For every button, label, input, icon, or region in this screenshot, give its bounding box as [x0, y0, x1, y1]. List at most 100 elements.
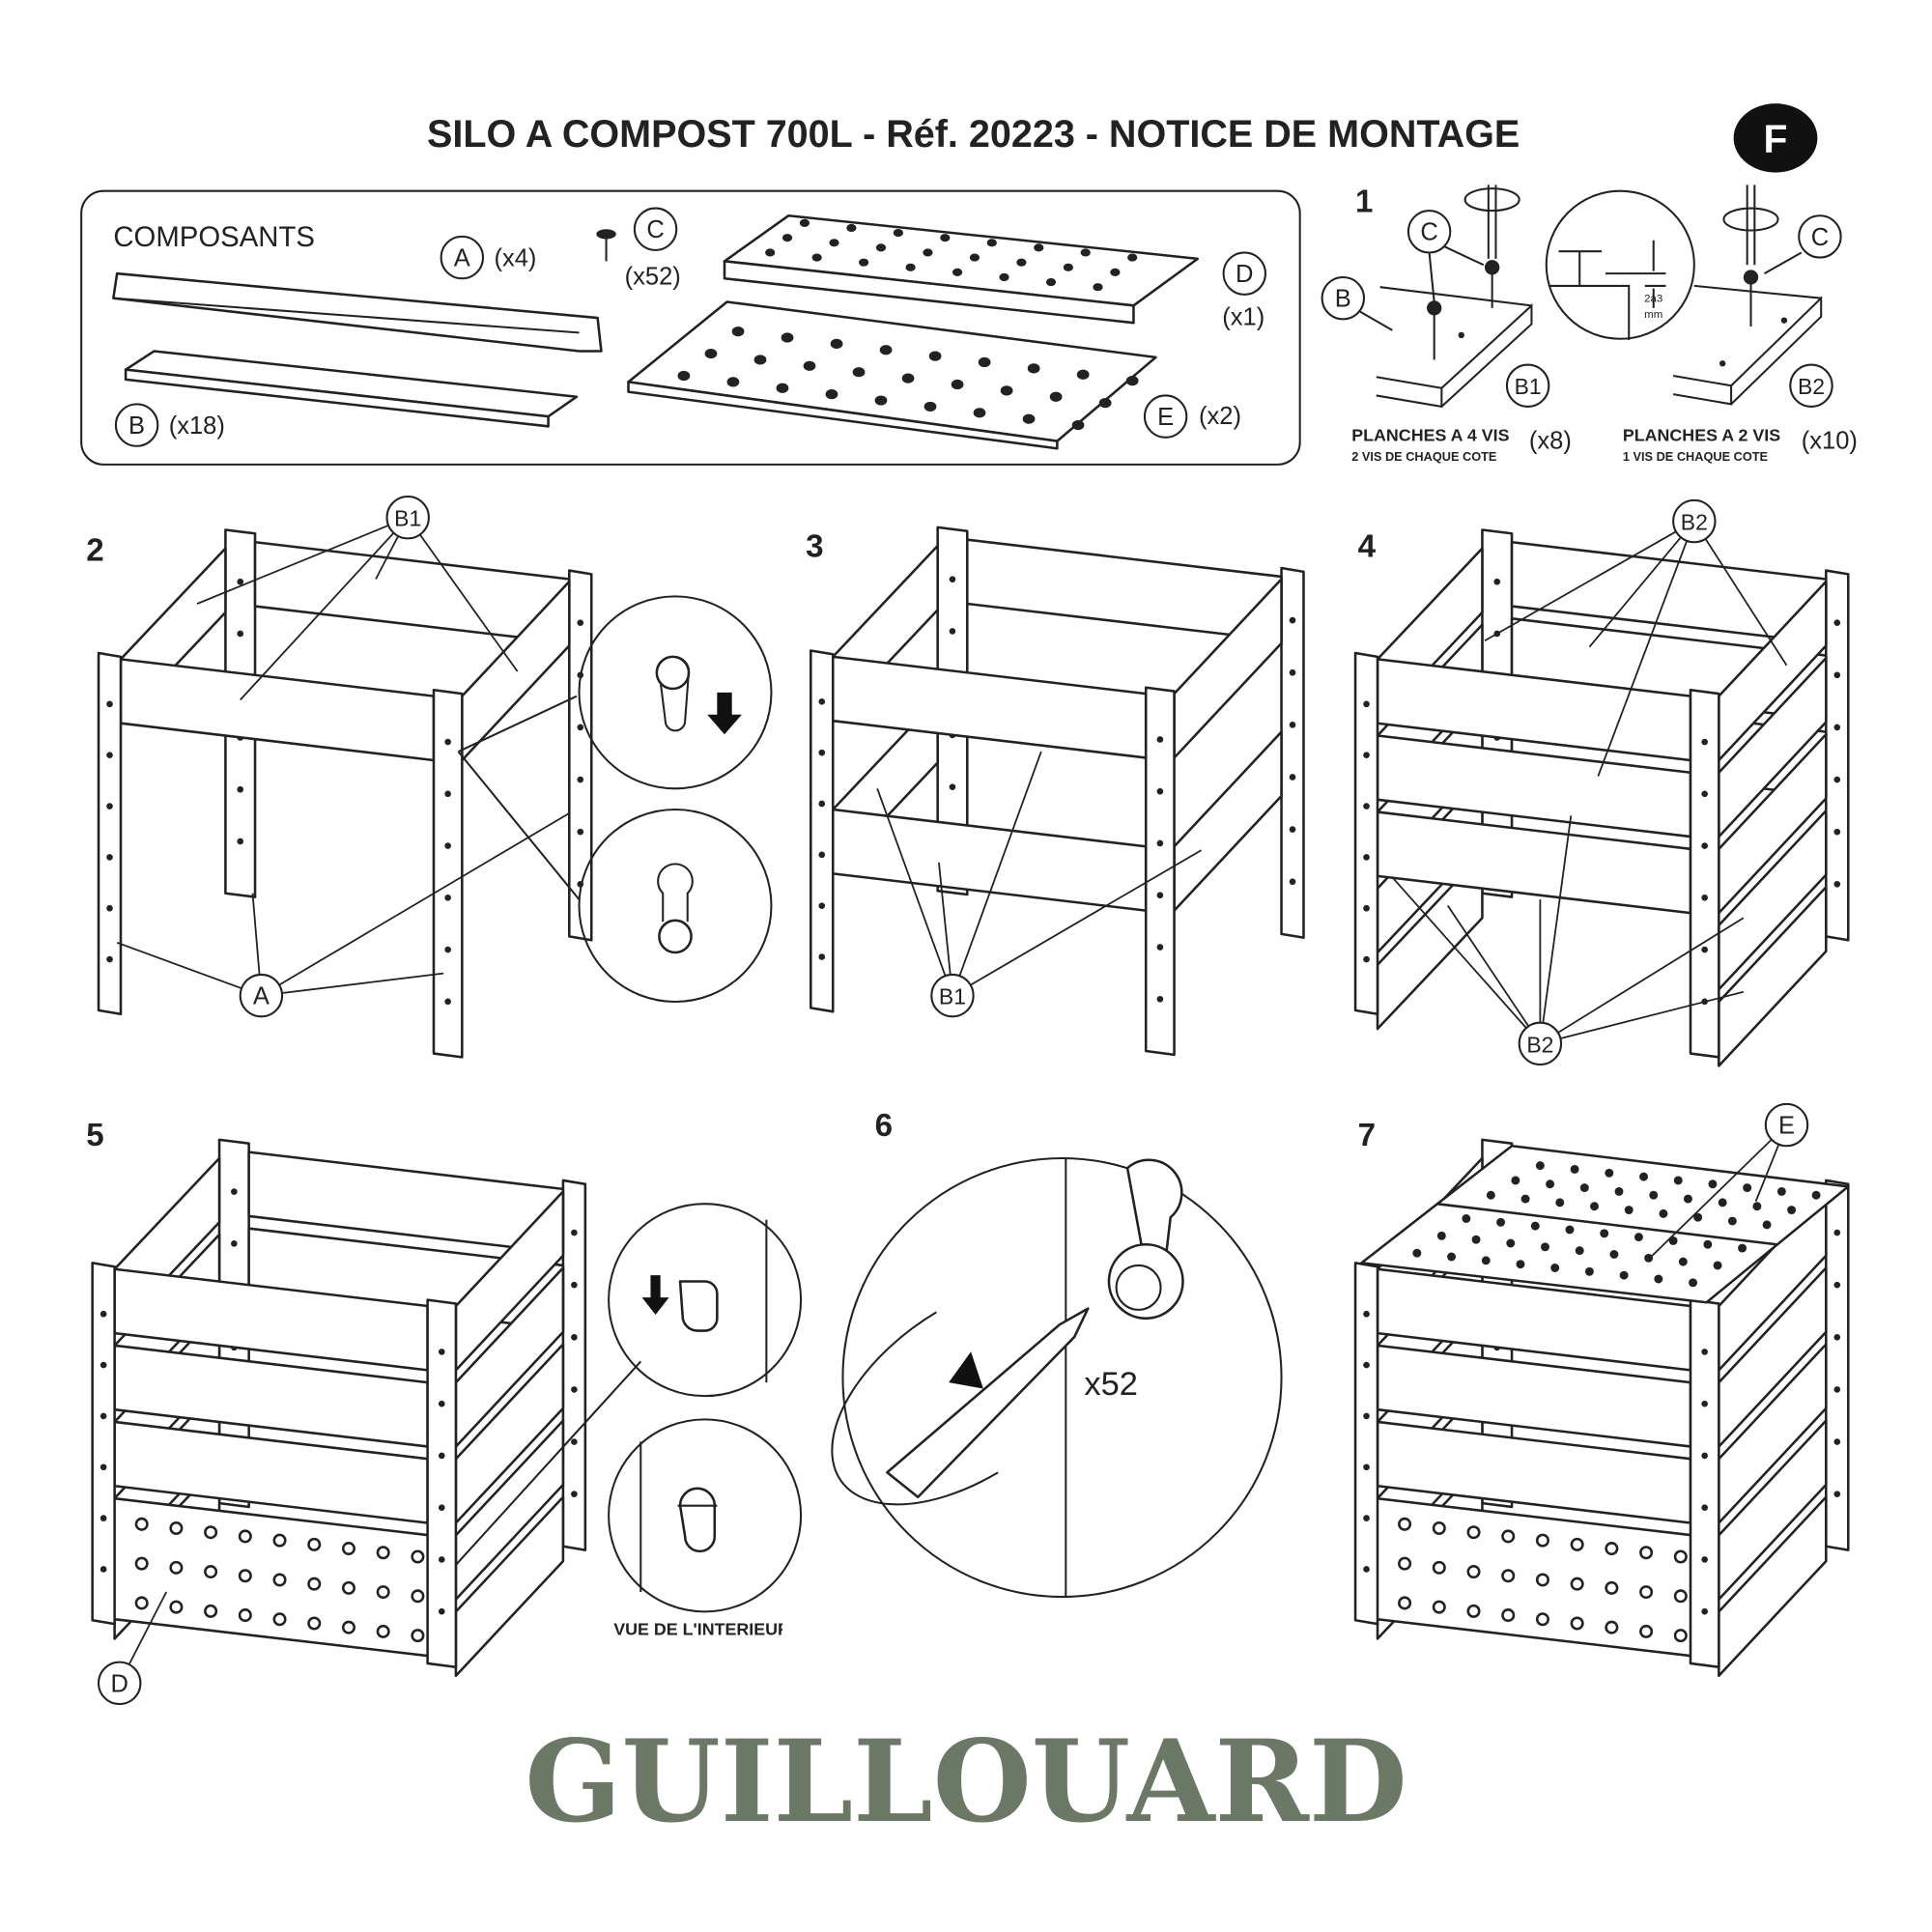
- perforation: [928, 351, 942, 361]
- perforation: [776, 383, 789, 393]
- step-3-crate: [810, 526, 1305, 1057]
- language-badge: [1733, 103, 1818, 173]
- callout-b2-circle: [1518, 1021, 1563, 1066]
- b2-quantity: (x10): [1802, 427, 1858, 454]
- callout-b2-text: B2: [1798, 374, 1825, 399]
- post-hole: [577, 724, 584, 731]
- perforation: [1718, 1198, 1727, 1208]
- perforation: [799, 218, 810, 227]
- post-hole: [1363, 803, 1370, 810]
- post-hole: [1493, 578, 1501, 585]
- callout-b1-text: B1: [939, 984, 966, 1009]
- perforation: [1447, 1252, 1457, 1262]
- leader-line: [260, 812, 570, 997]
- post-hole: [1701, 1556, 1708, 1563]
- callout-c: C: [1798, 214, 1842, 259]
- perforation: [1570, 1164, 1579, 1174]
- part-a-quantity: (x4): [494, 245, 536, 272]
- callout-a-text: A: [253, 983, 270, 1010]
- perforation: [307, 1537, 322, 1551]
- perforation: [731, 327, 745, 337]
- step-2-number: 2: [86, 532, 103, 568]
- perforation: [1743, 1183, 1752, 1193]
- perforation: [1466, 1565, 1481, 1579]
- perforation: [829, 239, 839, 247]
- post-hole: [99, 1361, 107, 1369]
- post-hole: [438, 1556, 445, 1563]
- perforation: [1659, 1208, 1668, 1218]
- perforation: [1708, 1179, 1718, 1189]
- post-hole: [1701, 1607, 1708, 1615]
- callout-b2-circle: [1672, 498, 1717, 544]
- step-number: 1: [1355, 184, 1373, 219]
- perforation: [1787, 1206, 1797, 1215]
- post-hole: [438, 1504, 445, 1511]
- perforation: [1027, 363, 1040, 374]
- front-left-post: [810, 649, 835, 1013]
- perforation: [1125, 376, 1139, 386]
- post-hole: [237, 785, 244, 793]
- post-hole: [1363, 1361, 1370, 1369]
- brand-logo: GUILLOUARD: [525, 1715, 1407, 1848]
- post-hole: [99, 1566, 107, 1573]
- perforation: [1609, 1250, 1619, 1259]
- perforation: [969, 253, 980, 262]
- leader-line: [240, 517, 409, 701]
- perforation: [1644, 1253, 1654, 1263]
- leader-line: [1484, 520, 1695, 642]
- perforation: [204, 1525, 218, 1540]
- post-hole: [1701, 946, 1708, 953]
- right-board: [1173, 730, 1283, 912]
- post-hole: [1289, 826, 1296, 833]
- front-right-post: [1689, 689, 1720, 1059]
- perforation: [1703, 1239, 1713, 1249]
- perforation: [1605, 1580, 1619, 1595]
- perforation: [238, 1569, 252, 1583]
- part-d-callout-text: D: [1236, 261, 1253, 288]
- b2-title: PLANCHES A 2 VIS: [1623, 426, 1780, 445]
- part-b-callout-circle: [114, 403, 159, 447]
- perforation: [1034, 243, 1044, 252]
- perforation: [999, 272, 1009, 282]
- leader-line: [1539, 917, 1745, 1045]
- post-hole: [818, 749, 826, 756]
- part-b-quantity: (x18): [169, 412, 225, 440]
- document-title: SILO A COMPOST 700L - Réf. 20223 - NOTIC…: [427, 113, 1520, 156]
- part-a-angle-bar: [112, 271, 603, 353]
- part-d-callout-circle: [1222, 251, 1266, 296]
- post-hole: [106, 904, 113, 912]
- perforation: [875, 243, 887, 252]
- perforation: [1555, 1198, 1565, 1208]
- part-c-callout-circle: [633, 207, 678, 251]
- perforation: [923, 248, 933, 257]
- post-hole: [444, 790, 451, 798]
- callout-c: C: [1406, 210, 1452, 254]
- front-board: [831, 655, 1148, 759]
- perforation: [341, 1620, 355, 1634]
- language-badge-label: F: [1764, 117, 1788, 161]
- post-hole: [818, 851, 826, 859]
- leader-line: [1650, 1123, 1788, 1258]
- post-hole: [444, 842, 451, 849]
- perforation: [781, 332, 794, 343]
- part-e-perforated-lid: [627, 300, 1157, 450]
- front-right-post: [426, 1298, 458, 1669]
- leader-line: [1693, 521, 1788, 667]
- perforation: [1436, 1231, 1446, 1240]
- perforation: [1673, 1629, 1688, 1643]
- depth-unit: mm: [1644, 309, 1662, 321]
- front-right-post: [1689, 1298, 1720, 1669]
- perforation: [307, 1577, 322, 1591]
- callout-b2-text: B2: [1526, 1032, 1553, 1057]
- perforation: [1501, 1529, 1516, 1544]
- leader-line: [407, 517, 519, 672]
- perforation: [1412, 1248, 1422, 1258]
- perforation: [704, 348, 718, 359]
- post-hole: [99, 1412, 107, 1420]
- post-hole: [106, 803, 113, 810]
- part-d-quantity: (x1): [1222, 304, 1264, 331]
- perforation: [973, 408, 986, 418]
- perforation: [1683, 1194, 1692, 1204]
- callout-b1: B1: [930, 973, 975, 1018]
